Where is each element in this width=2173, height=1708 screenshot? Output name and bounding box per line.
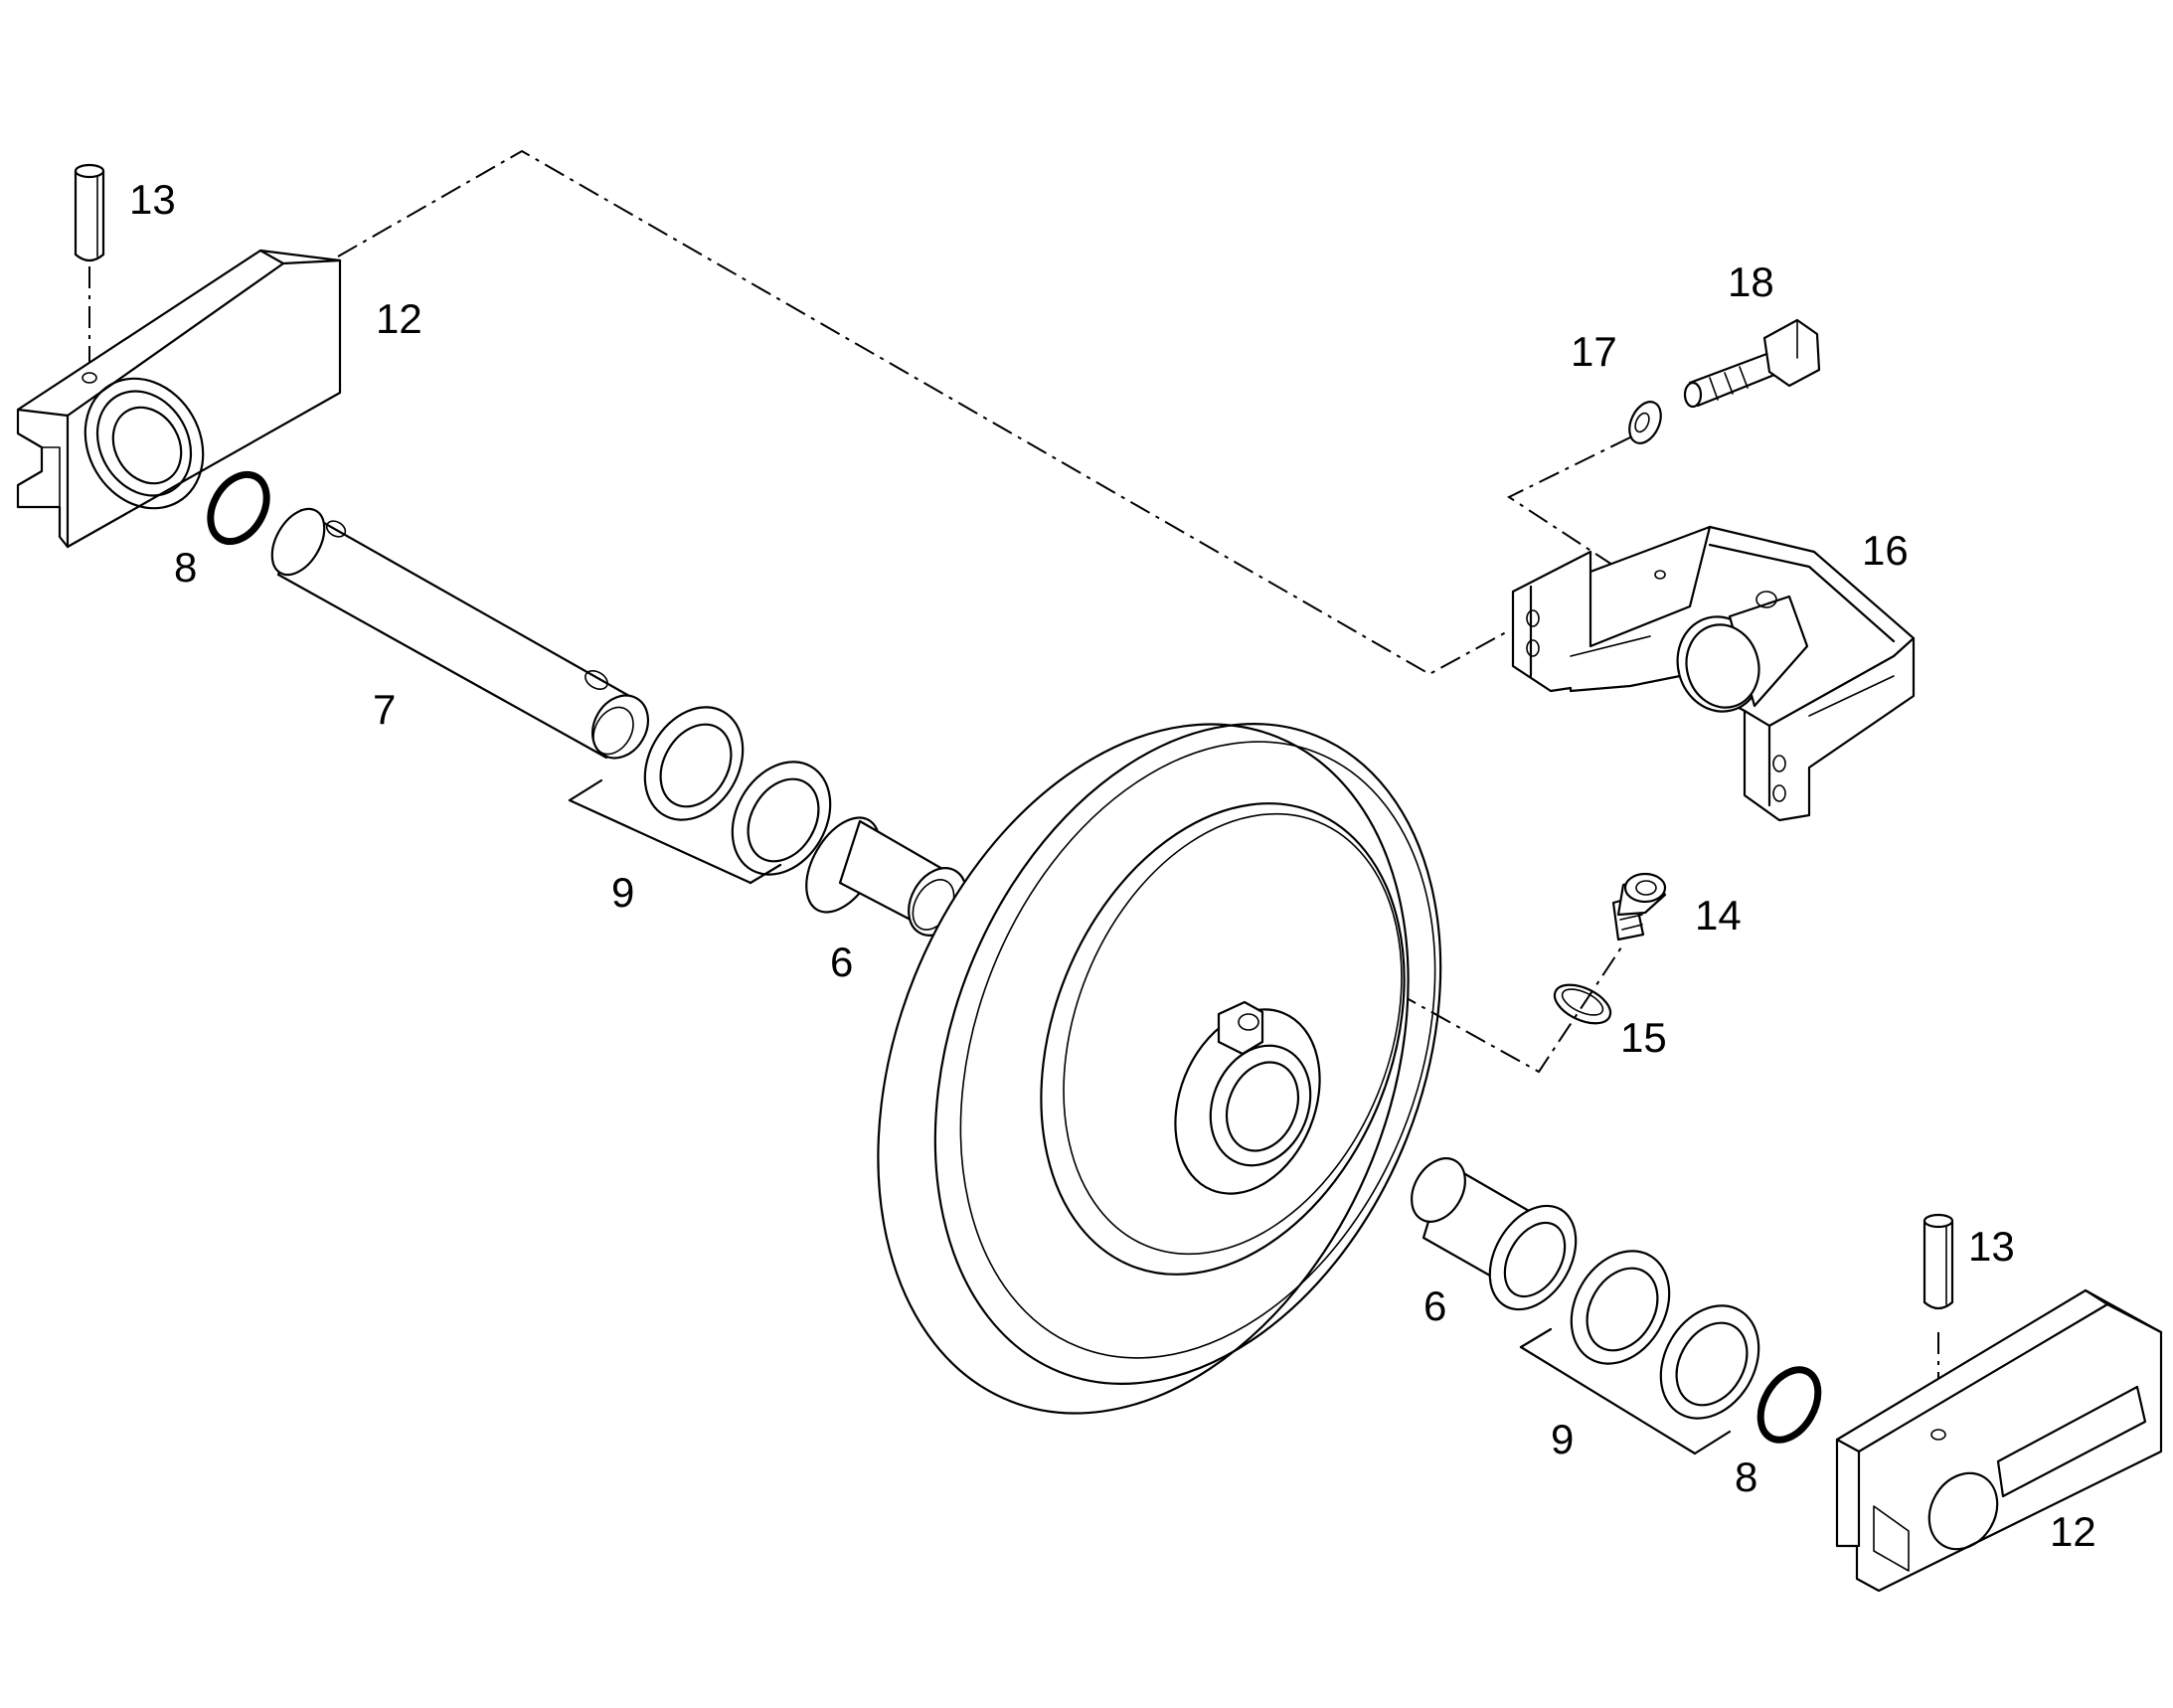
callout-bracket: 16 (1862, 527, 1909, 574)
callout-bolt: 18 (1728, 258, 1774, 305)
shaft (270, 507, 650, 760)
assembly-line-top (337, 149, 1507, 676)
bracket (1511, 525, 1916, 822)
bushing-right (1411, 1157, 1578, 1311)
callout-plug-ring: 15 (1620, 1014, 1667, 1061)
callout-shaft: 7 (373, 686, 396, 733)
callout-block-top: 12 (376, 295, 422, 342)
bearing-block-bottom (1835, 1288, 2163, 1593)
callout-o-ring-bottom: 8 (1735, 1453, 1757, 1500)
callout-block-bottom: 12 (2050, 1508, 2096, 1555)
seal-pair-right (1519, 1250, 1760, 1455)
washer (1628, 401, 1662, 444)
idler-wheel (877, 723, 1442, 1415)
plug-ring (1553, 983, 1612, 1025)
bolt (1683, 318, 1821, 409)
callout-seals-right: 9 (1551, 1416, 1574, 1462)
seal-pair-left (568, 706, 832, 885)
callout-plug: 14 (1695, 892, 1742, 939)
assembly-line-bracket (1506, 436, 1631, 568)
callout-bushing-left: 6 (830, 939, 853, 985)
bearing-block-top (16, 249, 342, 549)
callout-seals-left: 9 (611, 869, 634, 916)
callout-washer: 17 (1571, 328, 1617, 375)
o-ring-top (207, 470, 270, 546)
pin-bottom (1922, 1213, 1954, 1310)
callout-o-ring-top: 8 (174, 544, 197, 591)
callout-pin-bottom: 13 (1968, 1223, 2015, 1270)
callout-bushing-right: 6 (1423, 1282, 1446, 1329)
callout-pin-top: 13 (129, 176, 176, 223)
pin-top (74, 163, 105, 262)
o-ring-bottom (1756, 1366, 1822, 1444)
plug (1611, 872, 1667, 941)
